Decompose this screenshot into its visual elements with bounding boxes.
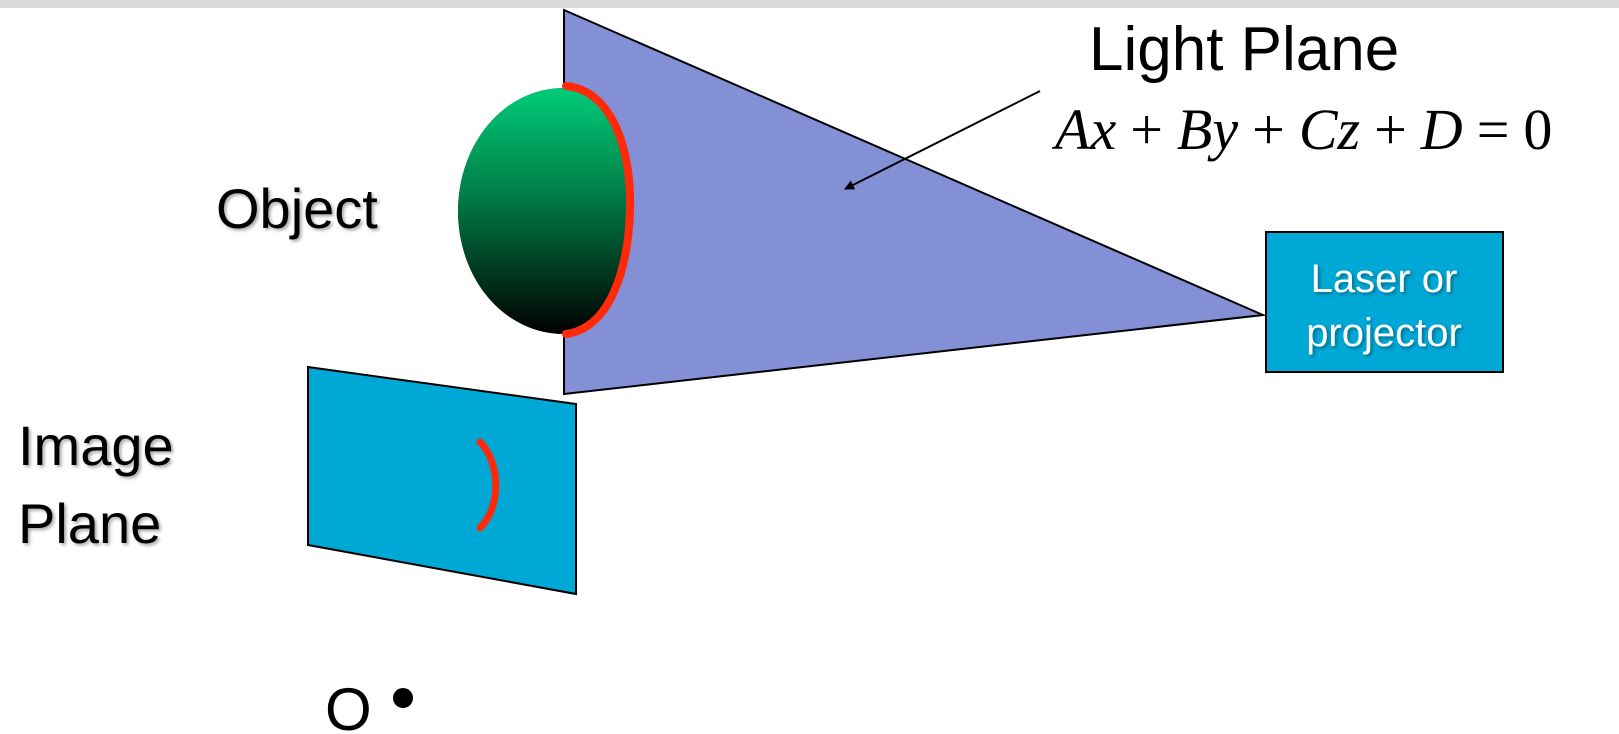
object-label: Object: [216, 177, 378, 240]
eq-plus-2: +: [1252, 97, 1285, 162]
eq-C: C: [1299, 97, 1339, 162]
laser-projector-box: [1265, 231, 1504, 373]
object-stripe: [562, 82, 635, 338]
origin-dot: [393, 688, 413, 708]
image-plane-label-line2: Plane: [18, 492, 161, 555]
origin-label: O: [325, 676, 372, 734]
plane-equation: Ax+By+Cz+D=0: [1051, 97, 1552, 162]
laser-label-line2: projector: [1306, 311, 1462, 355]
eq-equals: =: [1477, 97, 1510, 162]
image-plane-label-line1: Image: [18, 414, 174, 477]
eq-y: y: [1207, 97, 1238, 162]
eq-z: z: [1337, 97, 1361, 162]
light-plane-pointer-arrow: [844, 90, 1041, 190]
light-plane-label: Light Plane: [1089, 15, 1399, 84]
sphere-front-half: [458, 88, 630, 334]
eq-x: x: [1089, 97, 1116, 162]
eq-plus-3: +: [1374, 97, 1407, 162]
eq-plus-1: +: [1130, 97, 1163, 162]
eq-zero: 0: [1523, 97, 1552, 162]
top-bar: [0, 0, 1619, 8]
image-stripe: [476, 438, 500, 532]
eq-B: B: [1177, 97, 1212, 162]
laser-label-line1: Laser or: [1311, 257, 1458, 301]
eq-A: A: [1051, 97, 1091, 162]
image-plane: [307, 365, 577, 596]
eq-D: D: [1420, 97, 1463, 162]
